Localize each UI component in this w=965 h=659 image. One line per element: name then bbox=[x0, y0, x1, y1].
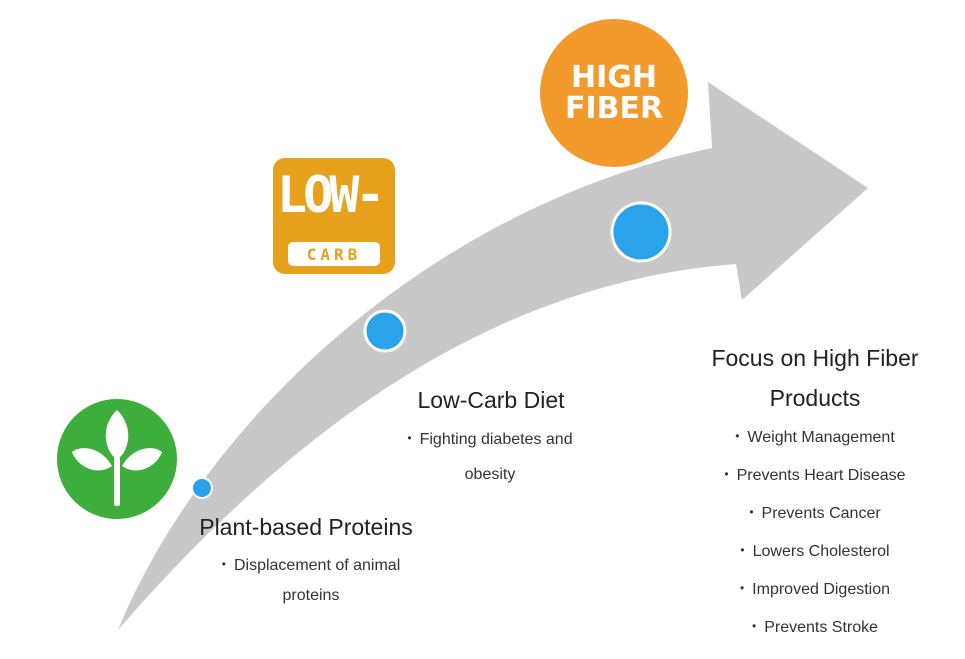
stage-1-title: Plant-based Proteins bbox=[199, 514, 413, 540]
stage-marker-1 bbox=[191, 477, 213, 499]
stage-3-title: Focus on High Fiber Products bbox=[690, 343, 940, 413]
stage-1-bullet: Displacement of animal bbox=[186, 556, 436, 576]
stage-3-bullet: Prevents Heart Disease bbox=[690, 466, 940, 486]
high-fiber-badge-line2: FIBER bbox=[564, 91, 664, 126]
growth-arrow bbox=[118, 82, 868, 630]
stage-2-bullet: Fighting diabetes and bbox=[370, 430, 610, 450]
stage-3-bullet: Improved Digestion bbox=[690, 580, 940, 600]
high-fiber-badge-line1: HIGH bbox=[570, 60, 657, 95]
stage-1-bullets: Displacement of animal proteins bbox=[186, 556, 436, 606]
stage-3-bullet: Lowers Cholesterol bbox=[690, 542, 940, 562]
low-carb-badge-small-text: CARB bbox=[306, 245, 362, 264]
leaf-sprout-icon bbox=[57, 399, 177, 519]
stage-1-bullet-cont: proteins bbox=[282, 587, 340, 604]
high-fiber-badge-icon bbox=[540, 19, 688, 167]
low-carb-label-icon bbox=[273, 158, 395, 274]
stage-2-bullet-cont: obesity bbox=[464, 466, 516, 483]
low-carb-badge-large-text: LOW- bbox=[277, 166, 385, 224]
stage-2-bullets: Fighting diabetes and obesity bbox=[370, 430, 610, 485]
stage-3-bullets: Weight Management Prevents Heart Disease… bbox=[690, 428, 940, 638]
stage-2-title: Low-Carb Diet bbox=[417, 387, 565, 413]
high-fiber-badge-text: HIGH FIBER bbox=[539, 62, 689, 124]
stage-3-bullet: Prevents Cancer bbox=[690, 504, 940, 524]
stage-3-title-line1: Focus on High Fiber bbox=[711, 345, 919, 371]
stage-3-title-line2: Products bbox=[769, 385, 861, 411]
stage-3-bullet: Prevents Stroke bbox=[690, 618, 940, 638]
stage-marker-3 bbox=[610, 201, 672, 263]
stage-3-bullet: Weight Management bbox=[690, 428, 940, 448]
stage-marker-2 bbox=[363, 309, 407, 353]
